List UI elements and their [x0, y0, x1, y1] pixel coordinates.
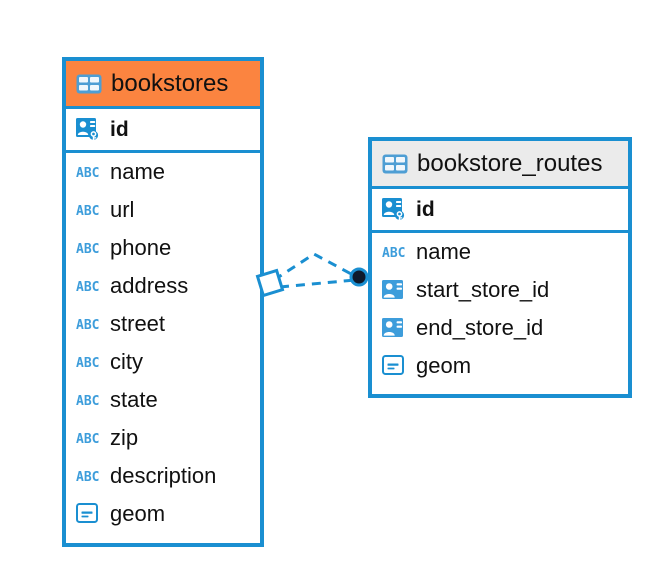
entity-header-bookstore-routes[interactable]: bookstore_routes: [372, 141, 628, 189]
field-name: name: [416, 239, 472, 264]
text-abc-icon: ABC: [76, 280, 99, 294]
text-abc-icon: ABC: [76, 394, 99, 408]
foreign-key-icon: [382, 318, 403, 337]
field-name: id: [110, 118, 129, 141]
field-row[interactable]: ABC address: [66, 267, 260, 305]
field-name: state: [110, 387, 158, 412]
field-row[interactable]: ABC name: [372, 233, 628, 271]
field-row[interactable]: ABC name: [66, 153, 260, 191]
relationship-line-upper: [273, 252, 356, 282]
entity-title: bookstore_routes: [417, 149, 603, 177]
field-name: name: [110, 159, 166, 184]
field-name: end_store_id: [416, 315, 544, 340]
field-name: city: [110, 349, 143, 374]
text-abc-icon: ABC: [76, 470, 99, 484]
svg-text:ABC: ABC: [76, 432, 99, 446]
field-row[interactable]: geom: [372, 347, 628, 385]
field-name: phone: [110, 235, 172, 260]
entity-title: bookstores: [111, 69, 229, 97]
field-row[interactable]: ABC zip: [66, 419, 260, 457]
field-row[interactable]: geom: [66, 495, 260, 533]
field-name: geom: [110, 501, 166, 526]
field-row[interactable]: ABC phone: [66, 229, 260, 267]
text-abc-icon: ABC: [76, 166, 99, 180]
text-abc-icon: ABC: [76, 432, 99, 446]
entity-bookstore-routes[interactable]: bookstore_routes id ABC name: [368, 137, 632, 398]
field-name: geom: [416, 353, 472, 378]
field-row[interactable]: end_store_id: [372, 309, 628, 347]
field-row[interactable]: ABC state: [66, 381, 260, 419]
text-abc-icon: ABC: [76, 318, 99, 332]
text-abc-icon: ABC: [76, 204, 99, 218]
table-icon: [76, 74, 102, 93]
entity-header-bookstores[interactable]: bookstores: [66, 61, 260, 109]
field-row[interactable]: ABC city: [66, 343, 260, 381]
geometry-icon: [382, 355, 404, 375]
field-name: start_store_id: [416, 277, 550, 302]
entity-bookstores[interactable]: bookstores id ABC name: [62, 57, 264, 547]
foreign-key-icon: [382, 280, 403, 299]
field-name: zip: [110, 425, 139, 450]
svg-text:ABC: ABC: [76, 394, 99, 408]
field-row[interactable]: id: [66, 109, 260, 153]
geometry-icon: [76, 503, 98, 523]
relationship-connector[interactable]: [252, 240, 382, 320]
field-name: url: [110, 197, 135, 222]
field-row[interactable]: id: [372, 189, 628, 233]
field-name: street: [110, 311, 166, 336]
svg-text:ABC: ABC: [382, 246, 405, 260]
text-abc-icon: ABC: [76, 242, 99, 256]
svg-text:ABC: ABC: [76, 280, 99, 294]
field-name: address: [110, 273, 189, 298]
svg-text:ABC: ABC: [76, 166, 99, 180]
field-row[interactable]: start_store_id: [372, 271, 628, 309]
primary-key-icon: [382, 197, 405, 220]
relationship-circle-marker: [349, 267, 369, 287]
svg-text:ABC: ABC: [76, 204, 99, 218]
svg-text:ABC: ABC: [76, 470, 99, 484]
field-name: description: [110, 463, 217, 488]
svg-text:ABC: ABC: [76, 242, 99, 256]
primary-key-icon: [76, 117, 99, 140]
field-row[interactable]: ABC description: [66, 457, 260, 495]
table-icon: [382, 154, 408, 173]
svg-text:ABC: ABC: [76, 356, 99, 370]
field-name: id: [416, 198, 435, 221]
text-abc-icon: ABC: [382, 246, 405, 260]
relationship-diamond-marker: [255, 268, 285, 298]
relationship-line-lower: [279, 278, 356, 289]
text-abc-icon: ABC: [76, 356, 99, 370]
svg-text:ABC: ABC: [76, 318, 99, 332]
field-row[interactable]: ABC street: [66, 305, 260, 343]
field-row[interactable]: ABC url: [66, 191, 260, 229]
